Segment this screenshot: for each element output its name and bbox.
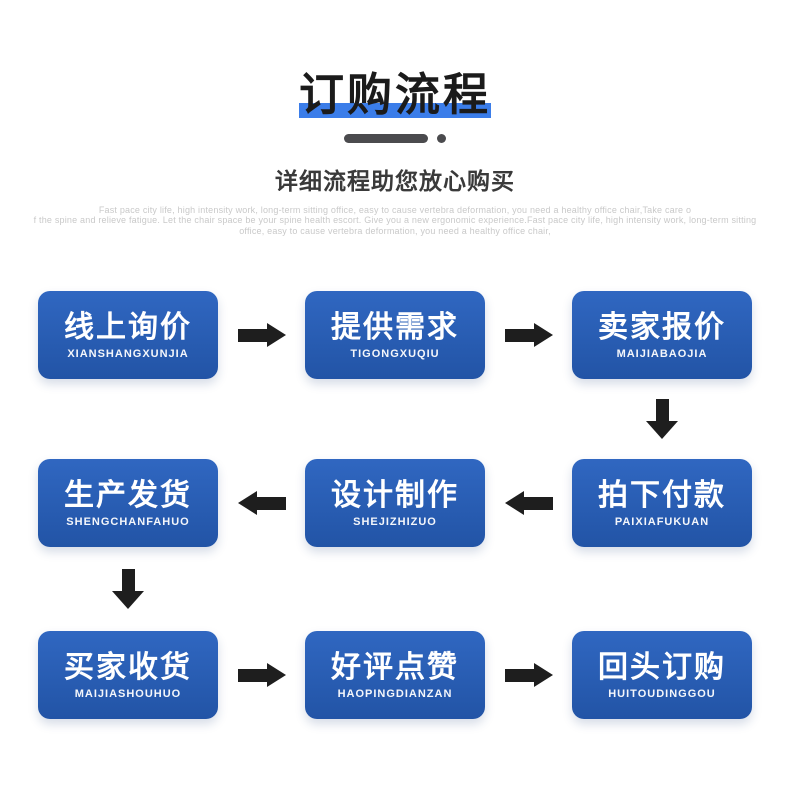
- step-box: 设计制作 SHEJIZHIZUO: [305, 459, 485, 548]
- flow-step-produce-ship: 生产发货 SHENGCHANFAHUO: [38, 459, 218, 548]
- step-label: 好评点赞: [331, 650, 459, 684]
- divider-bar: [344, 134, 428, 143]
- step-pinyin: MAIJIABAOJIA: [616, 348, 708, 361]
- step-label: 拍下付款: [598, 478, 726, 512]
- section-description: Fast pace city life, high intensity work…: [0, 205, 790, 237]
- section-subtitle: 详细流程助您放心购买: [275, 168, 515, 194]
- arrow-left-icon: [485, 459, 572, 547]
- step-box: 好评点赞 HAOPINGDIANZAN: [305, 631, 485, 720]
- flow-step-place-order-pay: 拍下付款 PAIXIAFUKUAN: [572, 459, 752, 548]
- step-box: 生产发货 SHENGCHANFAHUO: [38, 459, 218, 548]
- step-box: 买家收货 MAIJIASHOUHUO: [38, 631, 218, 720]
- step-label: 提供需求: [331, 310, 459, 344]
- step-pinyin: SHENGCHANFAHUO: [66, 516, 190, 529]
- step-box: 拍下付款 PAIXIAFUKUAN: [572, 459, 752, 548]
- description-line: f the spine and relieve fatigue. Let the…: [33, 215, 757, 226]
- step-label: 设计制作: [331, 478, 459, 512]
- flow-step-online-inquiry: 线上询价 XIANSHANGXUNJIA: [38, 291, 218, 380]
- order-flow-diagram: 线上询价 XIANSHANGXUNJIA 提供需求 TIGONGXUQIU 卖家…: [38, 291, 752, 720]
- step-box: 卖家报价 MAIJIABAOJIA: [572, 291, 752, 380]
- title-divider: [0, 134, 790, 143]
- section-header: 订购流程 详细流程助您放心购买 Fast pace city life, hig…: [0, 0, 790, 236]
- flow-step-good-review: 好评点赞 HAOPINGDIANZAN: [305, 631, 485, 720]
- step-pinyin: MAIJIASHOUHUO: [74, 688, 182, 701]
- flow-step-seller-quote: 卖家报价 MAIJIABAOJIA: [572, 291, 752, 380]
- page-title: 订购流程: [298, 68, 491, 122]
- step-box: 提供需求 TIGONGXUQIU: [305, 291, 485, 380]
- flow-step-repeat-order: 回头订购 HUITOUDINGGOU: [572, 631, 752, 720]
- step-label: 回头订购: [598, 650, 726, 684]
- description-line: office, easy to cause vertebra deformati…: [239, 225, 551, 236]
- divider-dot: [437, 134, 446, 143]
- flow-step-design-make: 设计制作 SHEJIZHIZUO: [305, 459, 485, 548]
- step-pinyin: TIGONGXUQIU: [350, 348, 440, 361]
- step-label: 线上询价: [64, 310, 192, 344]
- step-pinyin: PAIXIAFUKUAN: [614, 516, 710, 529]
- step-label: 生产发货: [64, 478, 192, 512]
- step-pinyin: HUITOUDINGGOU: [608, 688, 716, 701]
- arrow-right-icon: [218, 631, 305, 719]
- description-line: Fast pace city life, high intensity work…: [98, 204, 692, 215]
- arrow-down-icon: [572, 379, 752, 459]
- step-label: 卖家报价: [598, 310, 726, 344]
- flow-step-provide-requirements: 提供需求 TIGONGXUQIU: [305, 291, 485, 380]
- title-highlight-bar: [298, 103, 491, 118]
- page-title-text: 订购流程: [298, 69, 491, 120]
- arrow-down-icon: [38, 547, 218, 631]
- step-pinyin: HAOPINGDIANZAN: [337, 688, 453, 701]
- step-box: 线上询价 XIANSHANGXUNJIA: [38, 291, 218, 380]
- arrow-right-icon: [218, 291, 305, 379]
- step-label: 买家收货: [64, 650, 192, 684]
- step-box: 回头订购 HUITOUDINGGOU: [572, 631, 752, 720]
- arrow-right-icon: [485, 291, 572, 379]
- arrow-right-icon: [485, 631, 572, 719]
- flow-step-buyer-receive: 买家收货 MAIJIASHOUHUO: [38, 631, 218, 720]
- step-pinyin: XIANSHANGXUNJIA: [67, 348, 189, 361]
- step-pinyin: SHEJIZHIZUO: [353, 516, 437, 529]
- arrow-left-icon: [218, 459, 305, 547]
